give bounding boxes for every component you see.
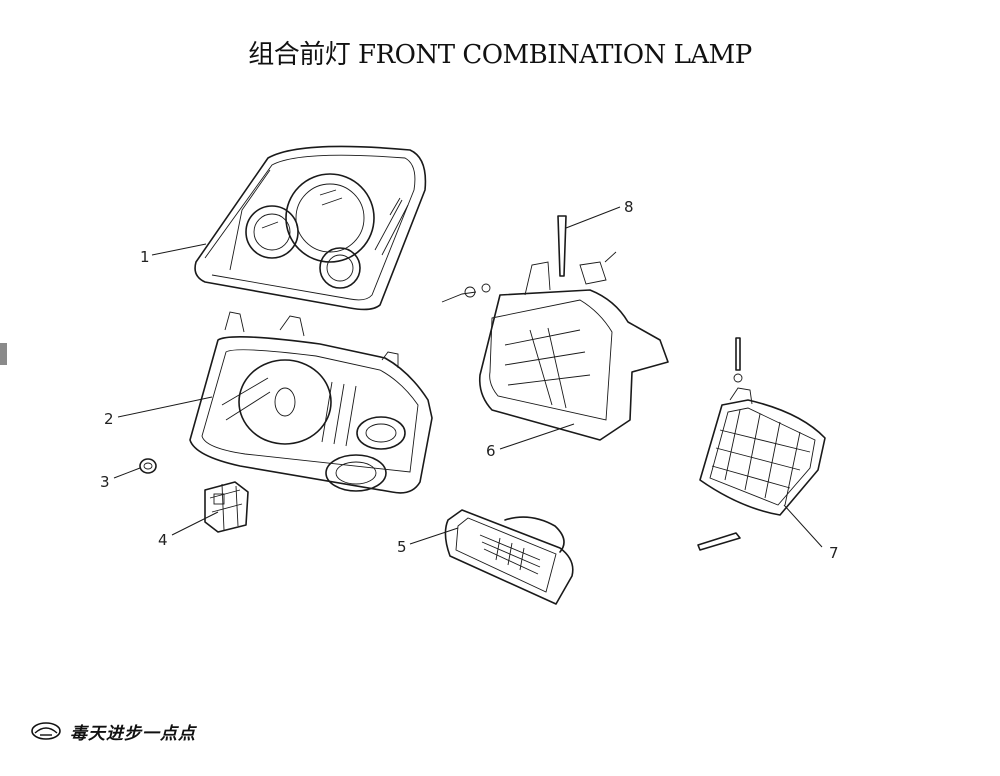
car-logo-icon <box>31 722 61 740</box>
leader-lines <box>113 206 823 548</box>
part-1-headlamp-assembly <box>194 145 427 311</box>
page-title: 组合前灯 FRONT COMBINATION LAMP <box>248 40 752 70</box>
callout-7: 7 <box>829 544 839 562</box>
part-2-headlamp-housing <box>189 311 433 494</box>
callout-8: 8 <box>624 198 634 216</box>
footer: 毒天进步一点点 <box>30 716 196 746</box>
callout-6: 6 <box>486 442 496 460</box>
page-edge-tab <box>0 343 7 365</box>
callout-5: 5 <box>397 538 407 556</box>
callout-4: 4 <box>158 531 168 549</box>
callout-3: 3 <box>100 473 110 491</box>
callout-2: 2 <box>104 410 114 428</box>
part-3-grommet <box>139 458 157 474</box>
part-7-corner-lamp <box>697 337 826 551</box>
part-4-bulb-socket <box>204 481 249 533</box>
part-5-side-marker-lamp <box>444 509 574 605</box>
part-6-headlamp-rh <box>441 215 669 441</box>
callout-numbers: 1 2 3 4 5 6 7 8 <box>100 198 839 562</box>
footer-slogan: 毒天进步一点点 <box>70 723 196 744</box>
callout-1: 1 <box>140 248 150 266</box>
